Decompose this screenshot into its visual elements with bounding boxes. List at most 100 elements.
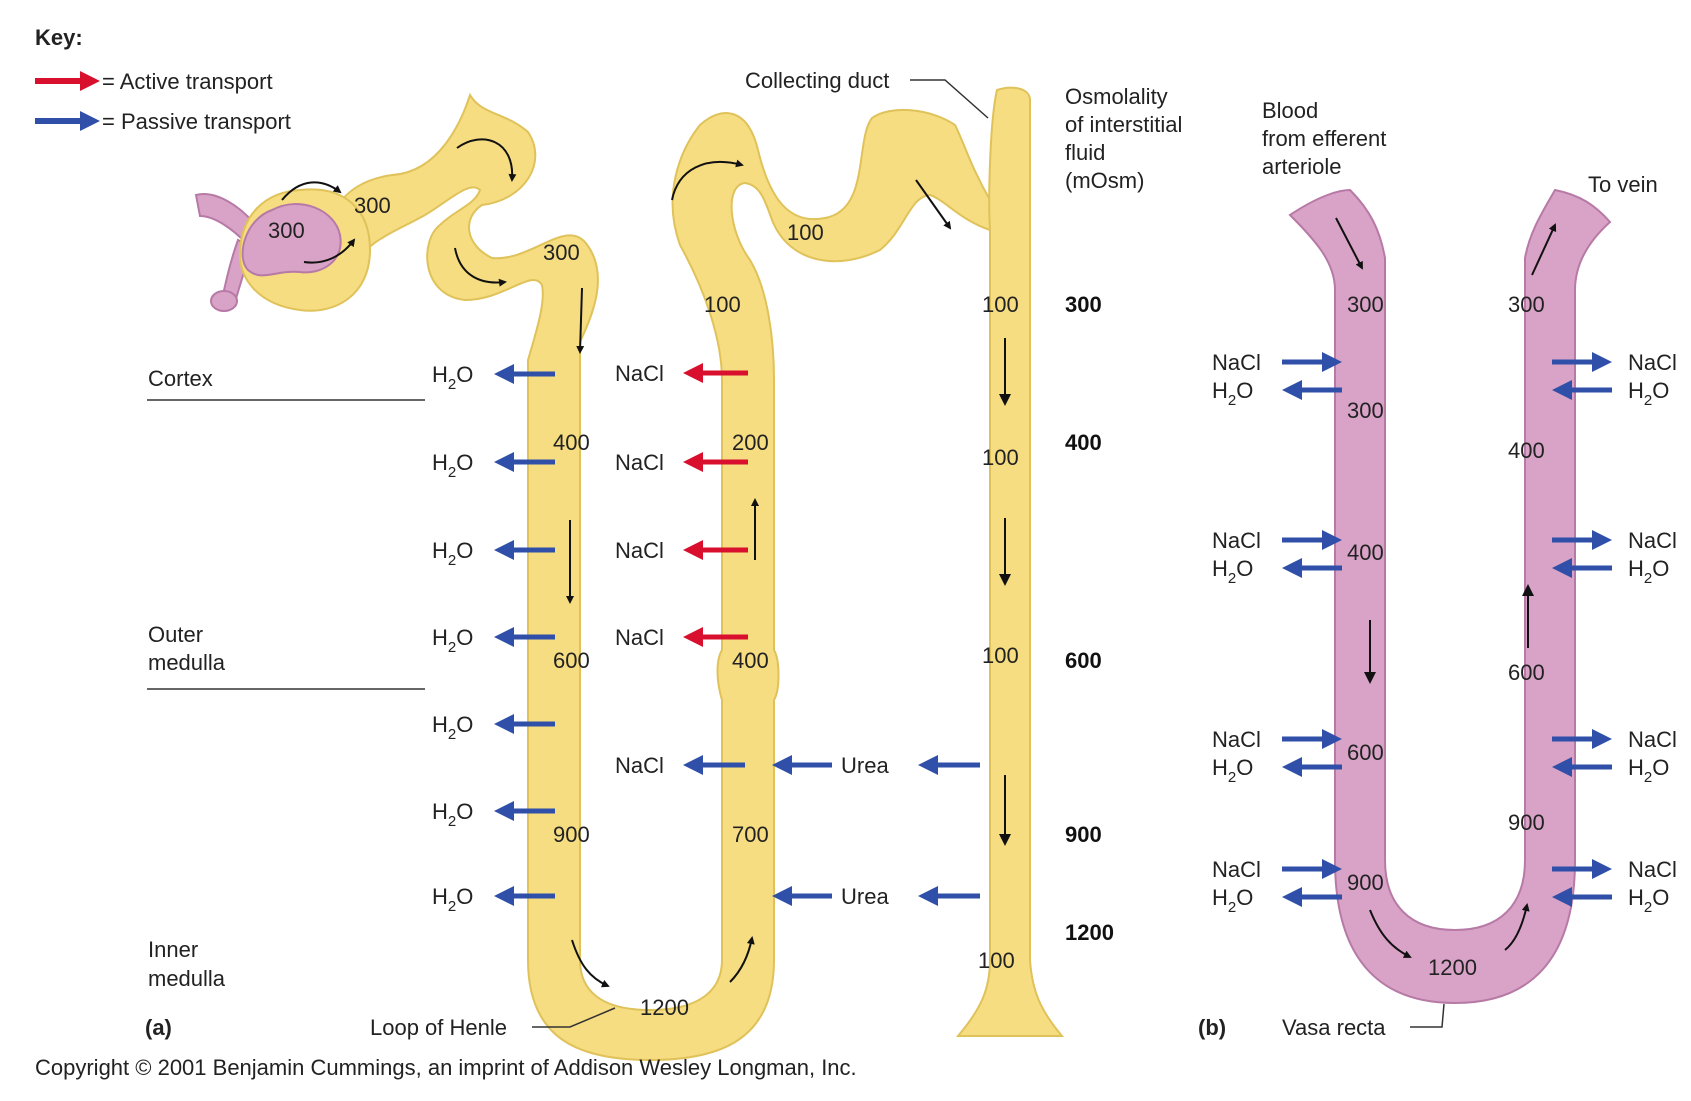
bowman-value: 300 — [354, 193, 391, 218]
svg-text:NaCl: NaCl — [615, 450, 664, 475]
asc-value-400: 400 — [732, 648, 769, 673]
svg-text:H2O: H2O — [1628, 755, 1669, 786]
vr-asc-400: 400 — [1508, 438, 1545, 463]
key: Key: = Active transport = Passive transp… — [35, 25, 291, 134]
pct-value: 300 — [543, 240, 580, 265]
vr-asc-900: 900 — [1508, 810, 1545, 835]
blood-from-label-2: from efferent — [1262, 126, 1386, 151]
osmolality-600: 600 — [1065, 648, 1102, 673]
svg-text:NaCl: NaCl — [615, 361, 664, 386]
osmolality-300: 300 — [1065, 292, 1102, 317]
osmolality-header-1: Osmolality — [1065, 84, 1168, 109]
svg-text:NaCl: NaCl — [1212, 528, 1261, 553]
vasa-recta: 300 300 400 600 900 1200 300 400 600 900 — [1290, 190, 1610, 1003]
osmolality-scale: Osmolality of interstitial fluid (mOsm) … — [1065, 84, 1182, 945]
panel-a-label: (a) — [145, 1015, 172, 1040]
desc-value-600: 600 — [553, 648, 590, 673]
duct-value-1: 100 — [982, 292, 1019, 317]
svg-text:H2O: H2O — [1212, 378, 1253, 409]
vr-left-pair: NaCl H2O — [1212, 528, 1342, 587]
loop-bottom-value: 1200 — [640, 995, 689, 1020]
svg-text:NaCl: NaCl — [1628, 528, 1677, 553]
asc-value-700: 700 — [732, 822, 769, 847]
svg-text:H2O: H2O — [432, 538, 473, 569]
asc-value-200: 200 — [732, 430, 769, 455]
passive-transport-arrow-icon — [35, 111, 100, 131]
osmolality-header-2: of interstitial — [1065, 112, 1182, 137]
vr-left-pair: NaCl H2O — [1212, 350, 1342, 409]
inner-medulla-label-2: medulla — [148, 966, 226, 991]
duct-value-4: 100 — [978, 948, 1015, 973]
desc-value-900: 900 — [553, 822, 590, 847]
blood-from-label-3: arteriole — [1262, 154, 1341, 179]
asc-value-100: 100 — [704, 292, 741, 317]
svg-text:Urea: Urea — [841, 753, 889, 778]
nephron: 300 300 300 400 600 900 1200 700 400 200… — [196, 88, 1062, 1060]
vr-left-pair: NaCl H2O — [1212, 727, 1342, 786]
osmolality-header-3: fluid — [1065, 140, 1105, 165]
vr-desc-600: 600 — [1347, 740, 1384, 765]
vr-desc-300b: 300 — [1347, 398, 1384, 423]
vr-asc-600: 600 — [1508, 660, 1545, 685]
cortex-label: Cortex — [148, 366, 213, 391]
to-vein-label: To vein — [1588, 172, 1658, 197]
svg-text:NaCl: NaCl — [1628, 857, 1677, 882]
key-title: Key: — [35, 25, 83, 50]
svg-text:NaCl: NaCl — [1628, 350, 1677, 375]
inner-medulla-label-1: Inner — [148, 937, 198, 962]
copyright-text: Copyright © 2001 Benjamin Cummings, an i… — [35, 1055, 857, 1080]
duct-value-2: 100 — [982, 445, 1019, 470]
zone-labels: Cortex Outer medulla Inner medulla — [147, 366, 425, 991]
vr-left-pair: NaCl H2O — [1212, 857, 1342, 916]
outer-medulla-label-2: medulla — [148, 650, 226, 675]
svg-text:NaCl: NaCl — [1212, 727, 1261, 752]
svg-text:NaCl: NaCl — [1212, 857, 1261, 882]
svg-text:H2O: H2O — [1212, 885, 1253, 916]
loop-of-henle-label: Loop of Henle — [370, 1015, 507, 1040]
key-passive-label: = Passive transport — [102, 109, 291, 134]
svg-text:NaCl: NaCl — [615, 753, 664, 778]
desc-value-400: 400 — [553, 430, 590, 455]
glomerulus-value: 300 — [268, 218, 305, 243]
osmolality-400: 400 — [1065, 430, 1102, 455]
collecting-duct-label: Collecting duct — [745, 68, 889, 93]
vr-bottom-1200: 1200 — [1428, 955, 1477, 980]
svg-text:H2O: H2O — [1212, 556, 1253, 587]
svg-text:NaCl: NaCl — [1212, 350, 1261, 375]
urea-row: Urea — [772, 884, 980, 909]
svg-text:H2O: H2O — [432, 884, 473, 915]
vr-desc-900: 900 — [1347, 870, 1384, 895]
osmolality-900: 900 — [1065, 822, 1102, 847]
svg-text:H2O: H2O — [432, 625, 473, 656]
panel-b-label: (b) — [1198, 1015, 1226, 1040]
vasa-recta-vessel — [1290, 190, 1610, 1003]
urea-arrows: Urea Urea — [772, 753, 980, 909]
svg-text:H2O: H2O — [1628, 378, 1669, 409]
svg-text:NaCl: NaCl — [1628, 727, 1677, 752]
urea-row: Urea — [772, 753, 980, 778]
blood-from-label-1: Blood — [1262, 98, 1318, 123]
svg-text:Urea: Urea — [841, 884, 889, 909]
active-transport-arrow-icon — [35, 71, 100, 91]
vr-desc-300a: 300 — [1347, 292, 1384, 317]
vr-desc-400: 400 — [1347, 540, 1384, 565]
vasa-recta-label: Vasa recta — [1282, 1015, 1386, 1040]
svg-text:NaCl: NaCl — [615, 625, 664, 650]
svg-text:H2O: H2O — [1628, 885, 1669, 916]
dct-value: 100 — [787, 220, 824, 245]
outer-medulla-label-1: Outer — [148, 622, 203, 647]
vasa-recta-leader — [1410, 1004, 1444, 1027]
svg-text:H2O: H2O — [1628, 556, 1669, 587]
osmolality-1200: 1200 — [1065, 920, 1114, 945]
duct-value-3: 100 — [982, 643, 1019, 668]
svg-text:H2O: H2O — [1212, 755, 1253, 786]
vasa-left-exchange: NaCl H2O NaCl H2O NaCl H2O NaCl H2O — [1212, 350, 1342, 916]
svg-text:H2O: H2O — [432, 362, 473, 393]
nephron-tubule — [324, 95, 990, 1060]
svg-text:H2O: H2O — [432, 450, 473, 481]
key-active-label: = Active transport — [102, 69, 273, 94]
svg-text:H2O: H2O — [432, 712, 473, 743]
svg-text:NaCl: NaCl — [615, 538, 664, 563]
